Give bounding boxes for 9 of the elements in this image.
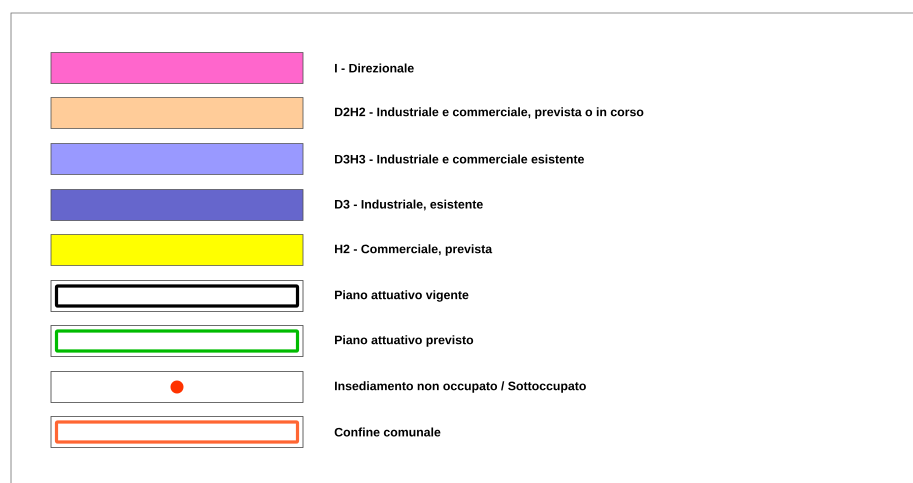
legend-label: Confine comunale (334, 428, 440, 437)
legend-label: H2 - Commerciale, prevista (335, 244, 492, 256)
legend-label: D3 - Industriale, esistente (335, 200, 483, 210)
legend-label: Insediamento non occupato / Sottoccupato (335, 381, 586, 393)
legend-label: Piano attuativo vigente (335, 290, 468, 302)
legend-label: D2H2 - Industriale e commerciale, prevista o in corso (335, 107, 644, 119)
legend-label: I - Direzionale (335, 64, 414, 73)
legend-label: Piano attuativo previsto (335, 335, 474, 347)
legend-label: D3H3 - Industriale e commerciale esistente (335, 154, 584, 164)
